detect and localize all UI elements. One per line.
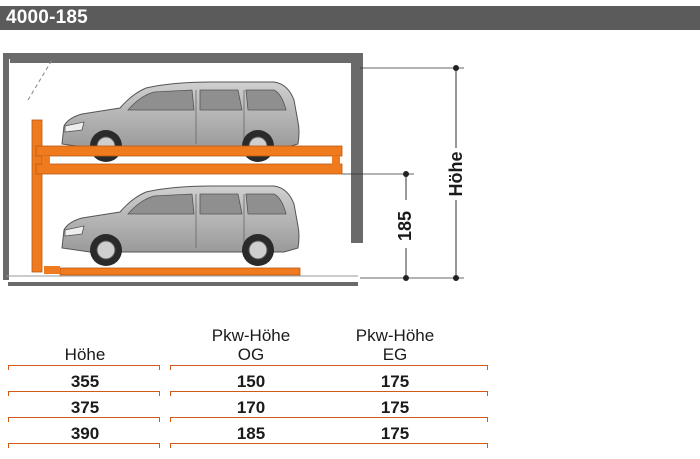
- table-cell: 355: [70, 372, 100, 391]
- table-rule: [8, 417, 160, 418]
- rule-tick: [8, 417, 9, 422]
- table-cell: 175: [380, 372, 410, 391]
- table-rule: [170, 417, 488, 418]
- table-cell: 375: [70, 398, 100, 417]
- rule-tick: [487, 391, 488, 396]
- rule-tick: [487, 443, 488, 448]
- header-pkw-eg: Pkw-Höhe EG: [320, 326, 470, 364]
- table-cell: 390: [70, 424, 100, 443]
- rule-tick: [487, 417, 488, 422]
- rule-tick: [8, 391, 9, 396]
- height-label: Höhe: [446, 152, 466, 197]
- table-cell: 170: [236, 398, 266, 417]
- header-line1: Pkw-Höhe: [211, 326, 291, 345]
- rule-tick: [8, 443, 9, 448]
- header-pkw-og: Pkw-Höhe OG: [176, 326, 326, 364]
- table-rule: [170, 365, 488, 366]
- height-dimension: Höhe: [360, 65, 466, 281]
- table-rule: [8, 391, 160, 392]
- rule-tick: [159, 417, 160, 422]
- header-line2: OG: [237, 345, 265, 364]
- header-line2: Höhe: [64, 345, 106, 364]
- rule-tick: [170, 443, 171, 448]
- header-line2: EG: [382, 345, 408, 364]
- rule-tick: [159, 365, 160, 370]
- table-cell: 175: [380, 424, 410, 443]
- table-rule: [170, 443, 488, 444]
- product-title: 4000-185: [6, 7, 88, 28]
- table-rule: [8, 365, 160, 366]
- table-rule: [8, 443, 160, 444]
- rule-tick: [170, 391, 171, 396]
- garage-wall: [3, 53, 363, 280]
- table-cell: 175: [380, 398, 410, 417]
- title-bar: 4000-185: [0, 6, 700, 30]
- rule-tick: [170, 365, 171, 370]
- header-line1: Pkw-Höhe: [355, 326, 435, 345]
- clearance-label: 185: [395, 211, 415, 241]
- lower-car: [61, 185, 300, 267]
- rule-tick: [8, 365, 9, 370]
- rule-tick: [170, 417, 171, 422]
- header-line1: [10, 326, 160, 345]
- rule-tick: [159, 391, 160, 396]
- parking-lift-diagram: Höhe 185: [3, 53, 466, 286]
- rule-tick: [487, 365, 488, 370]
- header-hoehe: Höhe: [10, 326, 160, 364]
- table-cell: 185: [236, 424, 266, 443]
- height-table: Höhe Pkw-Höhe OG Pkw-Höhe EG 355 150 175…: [0, 318, 700, 459]
- clearance-dimension: 185: [342, 171, 415, 281]
- lift-frame: [31, 119, 343, 276]
- table-rule: [170, 391, 488, 392]
- table-cell: 150: [236, 372, 266, 391]
- rule-tick: [159, 443, 160, 448]
